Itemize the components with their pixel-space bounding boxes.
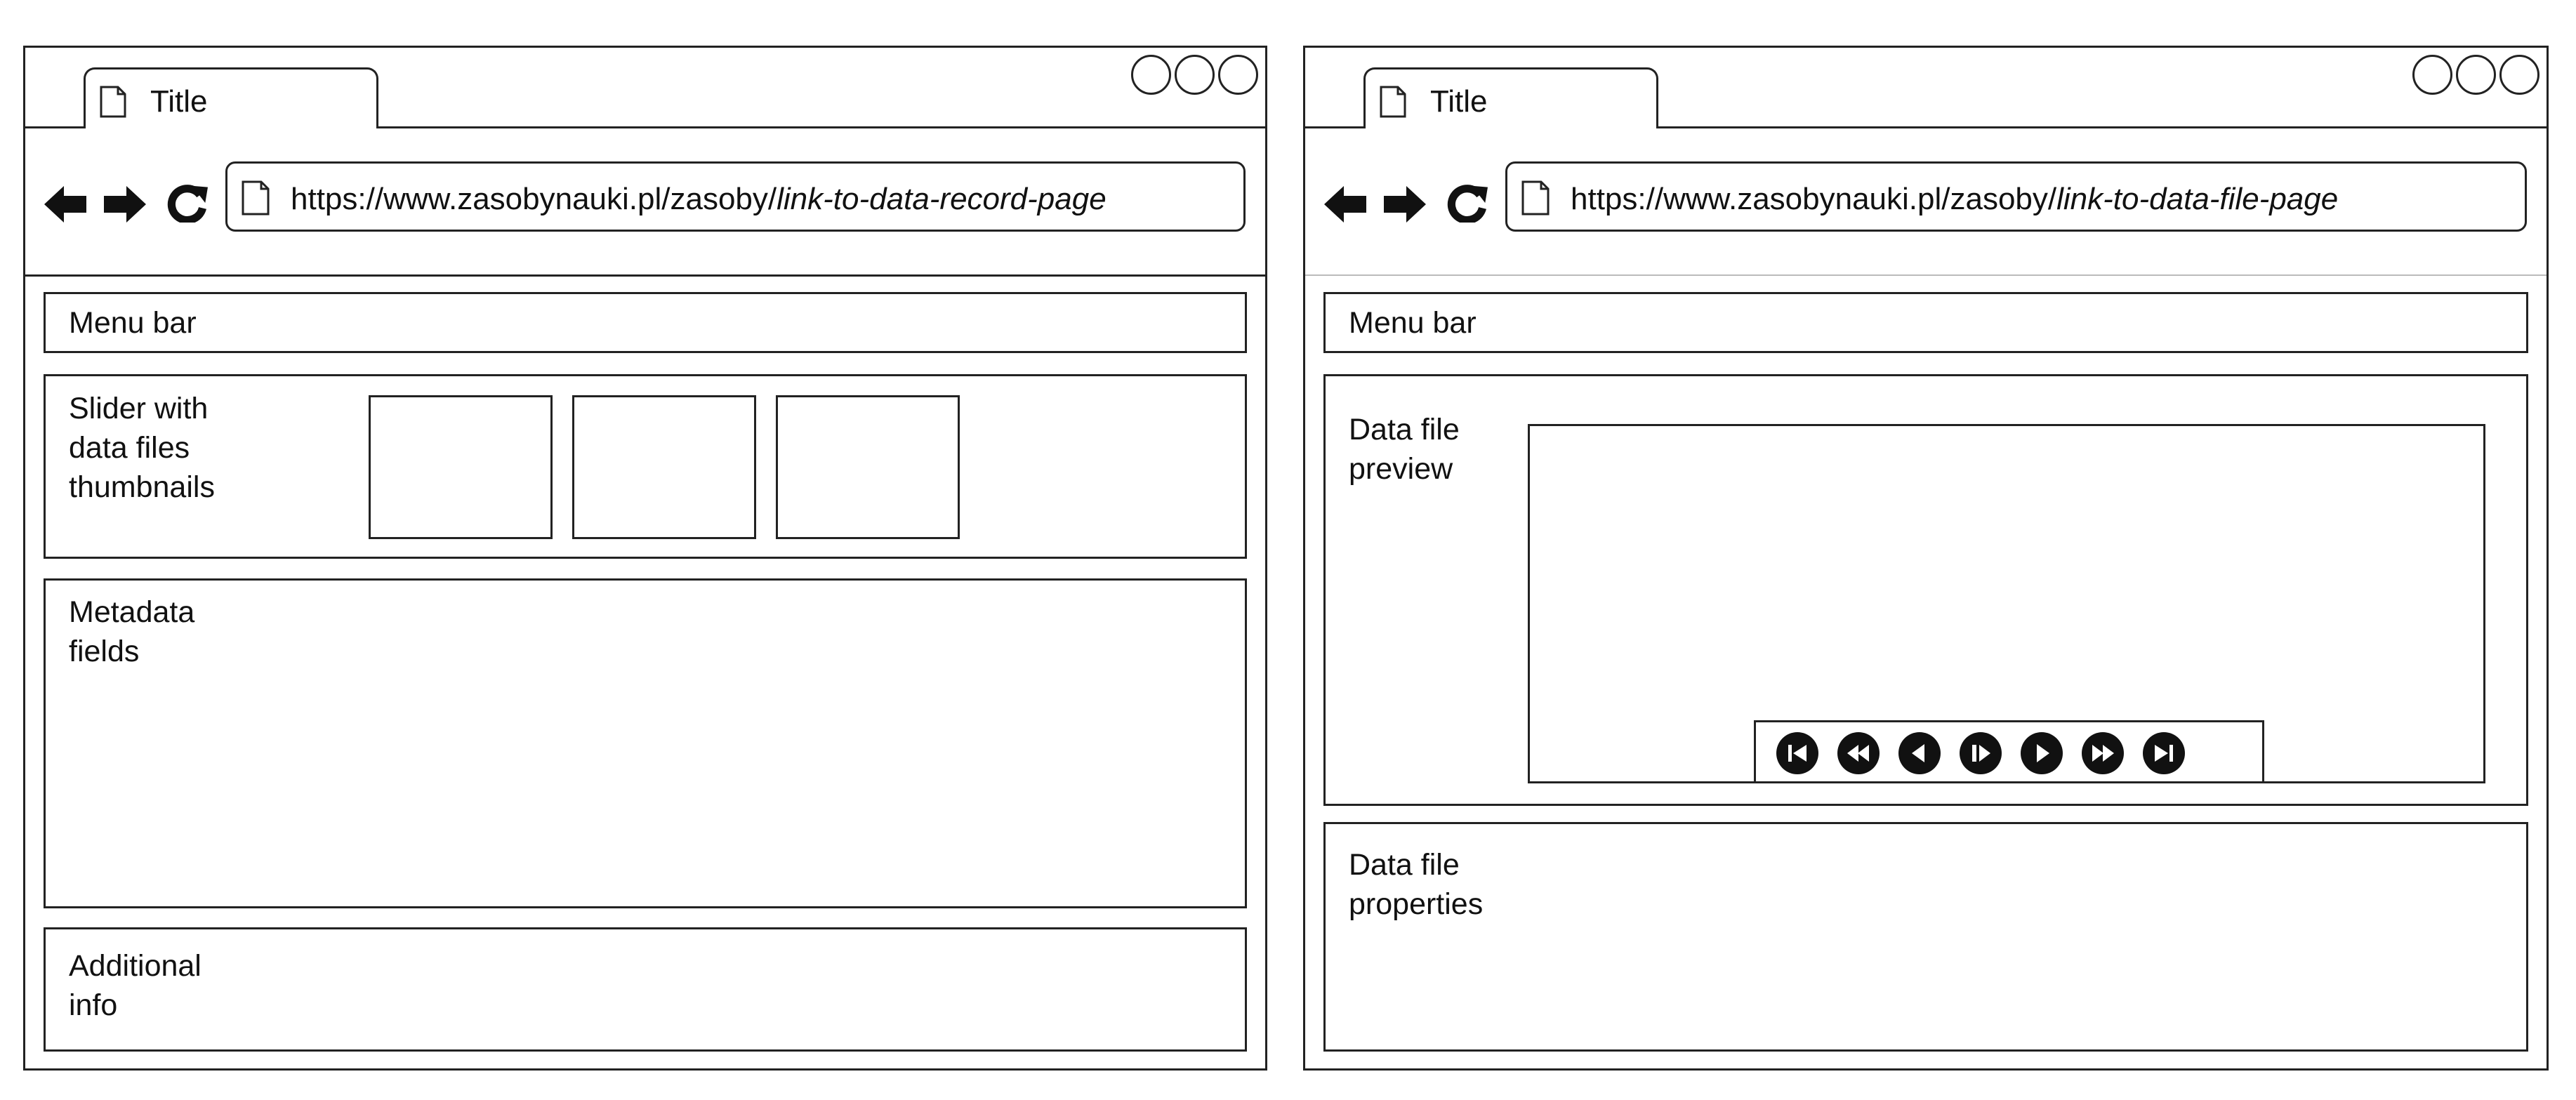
skip-to-start-icon[interactable] <box>1776 731 1819 775</box>
additional-info-label: Additional info <box>69 949 202 1022</box>
document-icon <box>1521 180 1550 216</box>
thumbnail-slider[interactable]: Slider with data files thumbnails <box>44 374 1247 559</box>
data-file-thumbnail[interactable] <box>572 395 756 539</box>
window-control-icon[interactable] <box>1218 55 1258 95</box>
step-back-icon[interactable] <box>1898 731 1941 775</box>
menu-bar[interactable]: Menu bar <box>44 292 1247 353</box>
reload-icon[interactable] <box>166 183 211 223</box>
document-icon <box>242 180 270 216</box>
url-path: link-to-data-file-page <box>2056 182 2339 216</box>
data-file-preview-panel: Data file preview <box>1323 374 2528 806</box>
reload-icon[interactable] <box>1446 183 1491 223</box>
menu-bar-label: Menu bar <box>69 306 197 340</box>
browser-window-data-record: Title https://www.zasobynauki.pl/zasoby/… <box>23 46 1267 1071</box>
pause-icon[interactable] <box>1959 731 2002 775</box>
preview-label: Data file preview <box>1349 413 1460 486</box>
forward-arrow-icon[interactable] <box>103 185 147 224</box>
tab-strip-divider <box>25 126 1265 128</box>
window-controls <box>1131 55 1258 95</box>
media-player-controls <box>1754 720 2264 783</box>
forward-arrow-icon[interactable] <box>1382 185 1427 224</box>
browser-tab[interactable]: Title <box>84 67 378 128</box>
menu-bar-label: Menu bar <box>1349 306 1477 340</box>
rewind-icon[interactable] <box>1837 731 1880 775</box>
data-file-thumbnail[interactable] <box>369 395 553 539</box>
tab-title: Title <box>150 84 208 119</box>
window-controls <box>2412 55 2539 95</box>
properties-label: Data file properties <box>1349 848 1484 921</box>
window-control-icon[interactable] <box>1131 55 1171 95</box>
skip-to-end-icon[interactable] <box>2142 731 2186 775</box>
document-icon <box>100 86 126 118</box>
browser-window-data-file: Title https://www.zasobynauki.pl/zasoby/… <box>1303 46 2549 1071</box>
window-control-icon[interactable] <box>2499 55 2539 95</box>
window-control-icon[interactable] <box>1175 55 1215 95</box>
url-path: link-to-data-record-page <box>777 182 1107 216</box>
document-icon <box>1380 86 1406 118</box>
url-text: https://www.zasobynauki.pl/zasoby/link-t… <box>291 182 1107 217</box>
back-arrow-icon[interactable] <box>43 185 88 224</box>
data-file-thumbnail[interactable] <box>776 395 960 539</box>
window-control-icon[interactable] <box>2412 55 2452 95</box>
url-text: https://www.zasobynauki.pl/zasoby/link-t… <box>1571 182 2338 217</box>
address-bar[interactable]: https://www.zasobynauki.pl/zasoby/link-t… <box>1505 161 2527 232</box>
address-bar[interactable]: https://www.zasobynauki.pl/zasoby/link-t… <box>225 161 1246 232</box>
metadata-label: Metadata fields <box>69 595 195 668</box>
tab-title: Title <box>1430 84 1488 119</box>
url-base: https://www.zasobynauki.pl/zasoby/ <box>1571 182 2057 216</box>
navigation-bar: https://www.zasobynauki.pl/zasoby/link-t… <box>25 128 1265 277</box>
data-file-properties-panel: Data file properties <box>1323 822 2528 1052</box>
back-arrow-icon[interactable] <box>1323 185 1368 224</box>
browser-tab[interactable]: Title <box>1363 67 1658 128</box>
url-base: https://www.zasobynauki.pl/zasoby/ <box>291 182 777 216</box>
data-file-preview[interactable] <box>1528 424 2485 783</box>
navigation-bar: https://www.zasobynauki.pl/zasoby/link-t… <box>1305 128 2547 276</box>
fast-forward-icon[interactable] <box>2081 731 2125 775</box>
play-icon[interactable] <box>2020 731 2063 775</box>
tab-strip-divider <box>1305 126 2547 128</box>
additional-info-panel: Additional info <box>44 927 1247 1052</box>
menu-bar[interactable]: Menu bar <box>1323 292 2528 353</box>
slider-label: Slider with data files thumbnails <box>69 392 215 504</box>
window-control-icon[interactable] <box>2456 55 2496 95</box>
metadata-fields-panel: Metadata fields <box>44 578 1247 908</box>
